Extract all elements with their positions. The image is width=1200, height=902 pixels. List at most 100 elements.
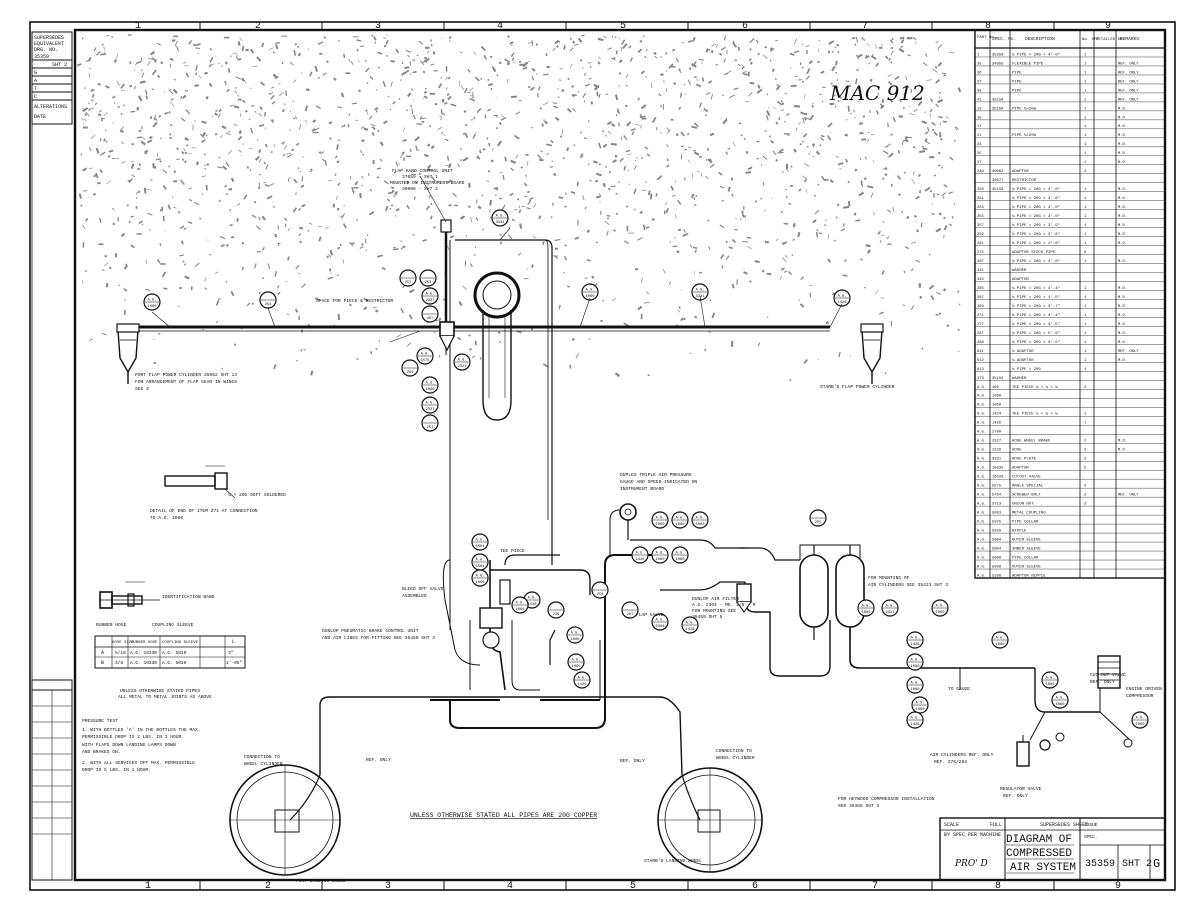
svg-text:SHT 2: SHT 2 [1122, 859, 1152, 870]
noise-speck [104, 129, 107, 132]
parts-cell: 1 [977, 53, 980, 57]
noise-speck [790, 165, 793, 168]
noise-speck [314, 127, 320, 131]
noise-speck [715, 64, 719, 66]
noise-speck [113, 59, 118, 63]
noise-speck [440, 76, 442, 80]
svg-text:DESCRIPTION: DESCRIPTION [1025, 36, 1055, 42]
noise-speck [563, 205, 567, 208]
parts-cell: M.D. [1118, 341, 1127, 345]
noise-speck [264, 126, 267, 130]
noise-speck [563, 44, 566, 50]
noise-speck [813, 194, 817, 198]
noise-speck [869, 78, 873, 82]
parts-cell: 1 [1084, 314, 1087, 318]
noise-speck [614, 94, 619, 101]
parts-cell: ¼ PIPE × 20G × 1'-5" [1012, 295, 1060, 300]
noise-speck [487, 169, 491, 173]
noise-speck [628, 232, 635, 234]
noise-speck [407, 54, 410, 58]
noise-speck [806, 68, 811, 75]
noise-speck [725, 240, 728, 244]
noise-speck [352, 36, 359, 38]
noise-speck [858, 191, 865, 197]
noise-speck [250, 87, 252, 89]
noise-speck [264, 143, 268, 148]
noise-speck [181, 151, 185, 155]
noise-speck [377, 51, 383, 55]
noise-speck [881, 270, 885, 275]
noise-speck [406, 155, 411, 158]
noise-speck [230, 290, 235, 297]
noise-speck [433, 331, 436, 333]
parts-cell: 38 [977, 89, 982, 93]
noise-speck [445, 165, 451, 167]
noise-speck [159, 242, 162, 247]
noise-speck [219, 235, 226, 240]
balloon-prefix: A.G. [426, 402, 435, 406]
noise-speck [343, 204, 345, 207]
noise-speck [861, 182, 864, 188]
noise-speck [336, 160, 340, 164]
noise-speck [386, 198, 391, 202]
noise-speck [524, 195, 527, 197]
noise-speck [358, 89, 362, 93]
noise-speck [295, 264, 300, 270]
noise-speck [597, 56, 602, 60]
svg-text:9: 9 [1105, 21, 1111, 32]
noise-speck [587, 62, 592, 64]
parts-cell: 35159 [992, 107, 1004, 111]
noise-speck [929, 113, 932, 118]
noise-speck [277, 225, 280, 230]
noise-speck [191, 146, 196, 149]
svg-text:PERMISSIBLE DROP IS 2 LBS. IN: PERMISSIBLE DROP IS 2 LBS. IN 1 HOUR. [82, 734, 184, 740]
noise-speck [881, 43, 883, 49]
noise-speck [430, 63, 435, 66]
noise-speck [414, 136, 420, 142]
svg-text:FOR HEYWOOD COMPRESSOR INSTALL: FOR HEYWOOD COMPRESSOR INSTALLATION [838, 796, 935, 802]
noise-speck [627, 169, 630, 172]
noise-speck [832, 292, 835, 296]
parts-cell: A.G. [977, 485, 986, 489]
noise-speck [504, 58, 511, 64]
balloon-prefix: A.G. [476, 559, 485, 563]
noise-speck [781, 171, 784, 173]
noise-speck [498, 121, 502, 125]
noise-speck [168, 89, 174, 95]
noise-speck [311, 128, 316, 132]
noise-speck [138, 163, 142, 167]
noise-speck [918, 84, 922, 88]
noise-speck [106, 34, 110, 37]
noise-speck [234, 90, 238, 94]
noise-speck [185, 144, 189, 147]
parts-cell: OUTER SLEEVE [1012, 538, 1041, 542]
noise-speck [604, 220, 610, 226]
noise-speck [763, 54, 768, 59]
noise-speck [599, 201, 601, 203]
noise-speck [351, 186, 354, 192]
noise-speck [285, 90, 287, 96]
noise-speck [687, 159, 691, 163]
noise-speck [789, 379, 792, 382]
balloon-number: 5003 [695, 523, 705, 527]
noise-speck [892, 117, 896, 123]
noise-speck [838, 351, 841, 358]
noise-speck [699, 155, 702, 158]
balloon-prefix: A.G. [686, 622, 695, 626]
balloon-prefix: A.G. [656, 619, 665, 623]
noise-speck [370, 123, 376, 127]
noise-speck [237, 135, 243, 141]
balloon-number: 2327 [457, 365, 466, 369]
noise-speck [270, 150, 273, 154]
parts-cell: 5083 [992, 512, 1002, 516]
noise-speck [903, 139, 908, 142]
svg-text:REF. ONLY: REF. ONLY [1090, 679, 1115, 685]
parts-list-table: PART No. SPEC. No. DESCRIPTION No. OFF D… [974, 29, 1166, 579]
noise-speck [747, 166, 753, 171]
parts-cell: 3331 [992, 458, 1002, 462]
noise-speck [641, 117, 647, 120]
noise-speck [539, 158, 544, 162]
parts-cell: 275 [977, 251, 985, 255]
noise-speck [160, 206, 164, 210]
parts-cell: A.G. [977, 467, 986, 471]
